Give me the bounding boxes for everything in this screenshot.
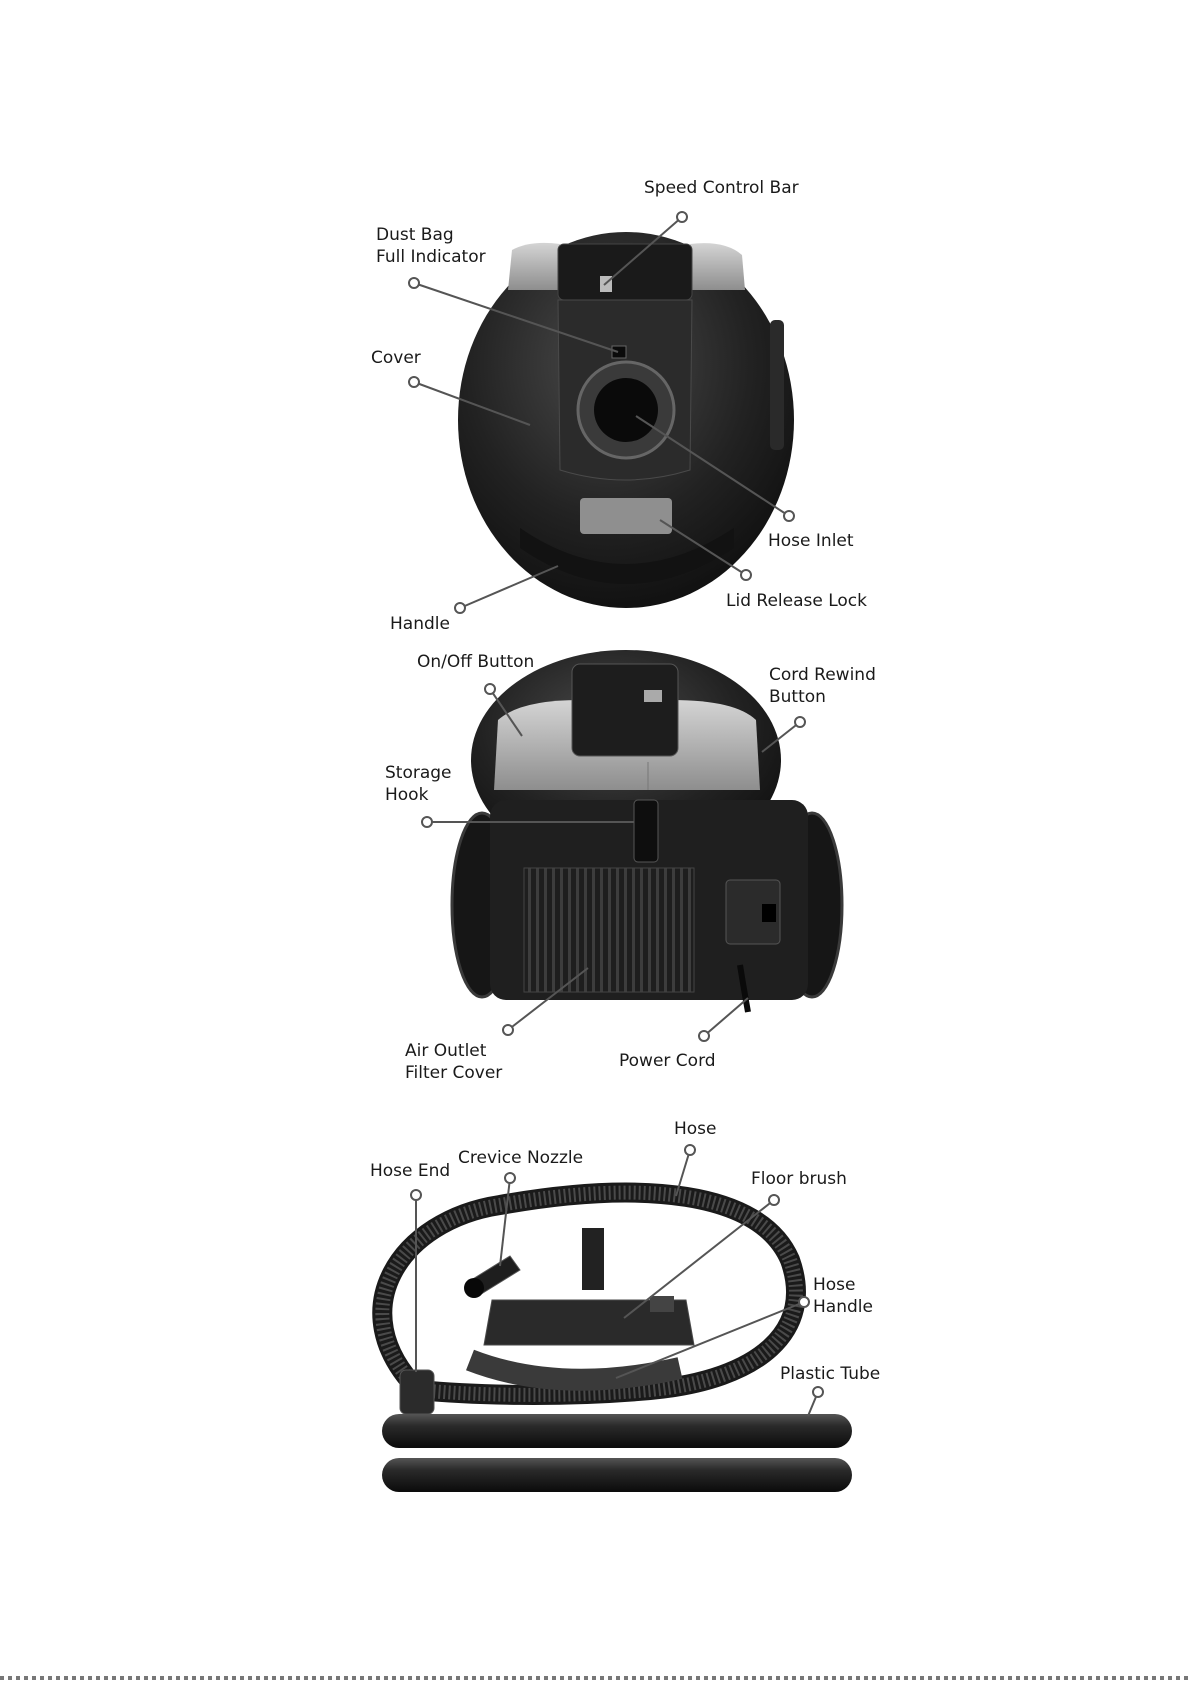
rear-connector-socket xyxy=(762,904,776,922)
leader-handle xyxy=(460,566,558,608)
leader-dot-power-cord xyxy=(699,1031,709,1041)
label-on-off-button: On/Off Button xyxy=(417,651,534,673)
top-view-control-panel xyxy=(558,244,692,300)
lid-release-lock-shape xyxy=(580,498,672,534)
rear-view-hatch-slider xyxy=(644,690,662,702)
hose-end-shape xyxy=(400,1370,434,1414)
plastic-tube-upper xyxy=(382,1414,852,1448)
label-speed-control-bar: Speed Control Bar xyxy=(644,177,799,199)
floor-brush-pedal xyxy=(650,1296,674,1312)
leader-dot-on-off xyxy=(485,684,495,694)
label-dust-bag-full-indicator: Dust Bag Full Indicator xyxy=(376,224,486,268)
leader-dot-air-outlet xyxy=(503,1025,513,1035)
leader-crevice-nozzle xyxy=(500,1178,510,1266)
leader-dot-hose-end xyxy=(411,1190,421,1200)
vacuum-top-view xyxy=(458,232,794,608)
hose-handle-shape xyxy=(470,1360,680,1380)
indicator-window xyxy=(612,346,626,358)
leader-dot-floor-brush xyxy=(769,1195,779,1205)
hose-coil-ribbing xyxy=(382,1193,796,1395)
leader-dot-speed-control xyxy=(677,212,687,222)
leader-dot-hose-inlet xyxy=(784,511,794,521)
label-storage-hook: Storage Hook xyxy=(385,762,452,806)
leader-dot-hose-handle xyxy=(799,1297,809,1307)
leader-dot-storage-hook xyxy=(422,817,432,827)
accessories xyxy=(382,1193,852,1492)
leader-dot-plastic-tube xyxy=(813,1387,823,1397)
label-power-cord: Power Cord xyxy=(619,1050,716,1072)
label-hose-handle: Hose Handle xyxy=(813,1274,873,1318)
label-plastic-tube: Plastic Tube xyxy=(780,1363,880,1385)
storage-hook-shape xyxy=(634,800,658,862)
label-cord-rewind-button: Cord Rewind Button xyxy=(769,664,876,708)
leader-dot-handle xyxy=(455,603,465,613)
plastic-tube-lower xyxy=(382,1458,852,1492)
label-hose-end: Hose End xyxy=(370,1160,450,1182)
leader-dot-lid-release xyxy=(741,570,751,580)
label-handle: Handle xyxy=(390,613,450,635)
leader-dot-cover xyxy=(409,377,419,387)
leader-power-cord xyxy=(704,998,748,1036)
leader-floor-brush xyxy=(624,1200,774,1318)
label-crevice-nozzle: Crevice Nozzle xyxy=(458,1147,583,1169)
label-air-outlet-filter-cover: Air Outlet Filter Cover xyxy=(405,1040,502,1084)
floor-brush-neck xyxy=(582,1228,604,1290)
crevice-nozzle-mouth xyxy=(464,1278,484,1298)
label-cover: Cover xyxy=(371,347,421,369)
leader-dot-hose xyxy=(685,1145,695,1155)
label-hose: Hose xyxy=(674,1118,717,1140)
rear-view-top-hatch xyxy=(572,664,678,756)
top-view-silver-rim-right xyxy=(690,243,745,290)
label-floor-brush: Floor brush xyxy=(751,1168,847,1190)
hose-inlet-hole xyxy=(594,378,658,442)
air-outlet-grille xyxy=(524,868,694,992)
top-view-side-bumper xyxy=(770,320,784,450)
page-bottom-dashed-border xyxy=(0,1676,1191,1680)
leader-dot-dust-bag xyxy=(409,278,419,288)
leader-dot-crevice-nozzle xyxy=(505,1173,515,1183)
label-lid-release-lock: Lid Release Lock xyxy=(726,590,867,612)
leader-dot-cord-rewind xyxy=(795,717,805,727)
top-view-silver-rim xyxy=(508,243,560,290)
label-hose-inlet: Hose Inlet xyxy=(768,530,854,552)
